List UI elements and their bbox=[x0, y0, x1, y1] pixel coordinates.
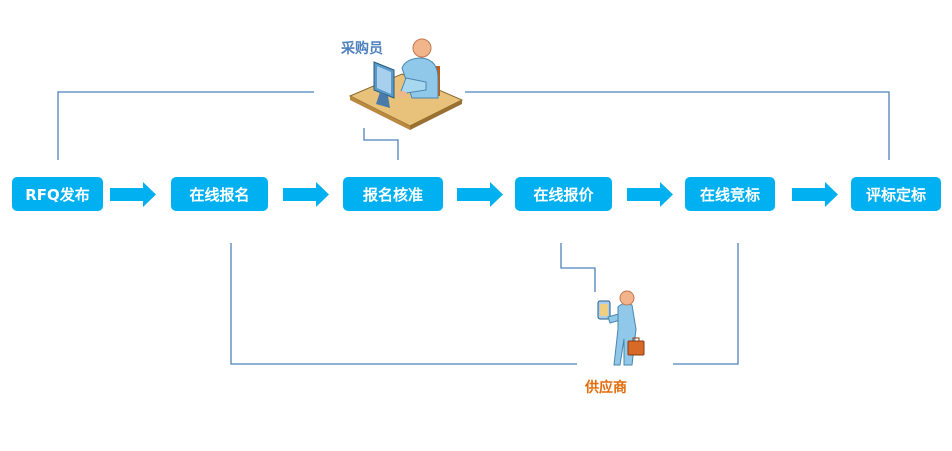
step-label: RFQ发布 bbox=[25, 185, 90, 204]
step-rfq-publish: RFQ发布 bbox=[12, 177, 103, 211]
step-registration-approval: 报名核准 bbox=[343, 177, 443, 211]
buyer-at-computer-icon bbox=[348, 38, 464, 130]
step-label: 评标定标 bbox=[865, 185, 926, 204]
arrow-right-icon bbox=[110, 182, 156, 207]
step-label: 在线报价 bbox=[533, 185, 594, 204]
connector-buyer-to-approval bbox=[363, 128, 399, 160]
connector-rfq-to-buyer bbox=[57, 91, 314, 160]
connector-buyer-to-evaluation bbox=[465, 91, 890, 160]
supplier-with-briefcase-icon bbox=[597, 290, 645, 366]
step-online-quote: 在线报价 bbox=[515, 177, 612, 211]
step-label: 在线报名 bbox=[189, 185, 250, 204]
buyer-label: 采购员 bbox=[341, 41, 383, 57]
step-label: 报名核准 bbox=[362, 185, 423, 204]
step-online-registration: 在线报名 bbox=[171, 177, 268, 211]
connector-registration-to-supplier bbox=[230, 243, 577, 365]
arrow-right-icon bbox=[283, 182, 329, 207]
connector-quote-to-supplier bbox=[560, 243, 596, 292]
supplier-label: 供应商 bbox=[585, 380, 627, 396]
arrow-right-icon bbox=[627, 182, 673, 207]
arrow-right-icon bbox=[457, 182, 503, 207]
step-label: 在线竞标 bbox=[699, 185, 760, 204]
step-online-bidding: 在线竞标 bbox=[685, 177, 775, 211]
arrow-right-icon bbox=[792, 182, 838, 207]
step-bid-evaluation: 评标定标 bbox=[851, 177, 941, 211]
connector-supplier-to-bidding bbox=[673, 243, 739, 365]
